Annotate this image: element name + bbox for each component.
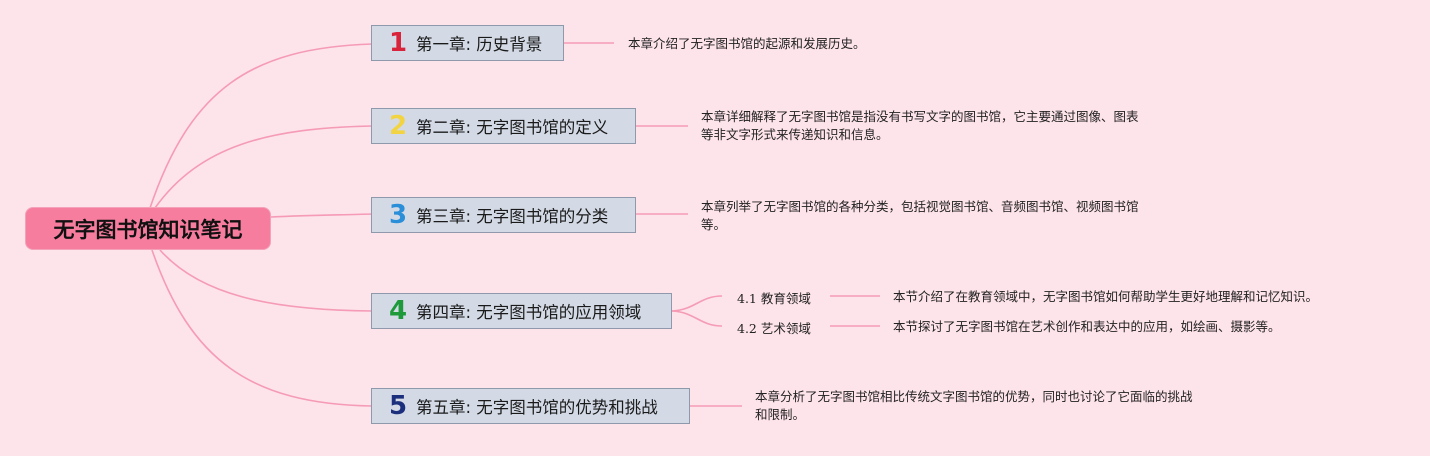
chapter-4-number-icon: 4 xyxy=(389,296,408,326)
link-root-chapter-2 xyxy=(154,125,373,209)
chapter-5-node[interactable]: 5 第五章: 无字图书馆的优势和挑战 xyxy=(371,388,690,424)
link-chapter-4-sub-2 xyxy=(671,310,723,327)
chapter-5-label: 第五章: 无字图书馆的优势和挑战 xyxy=(416,398,658,417)
chapter-5-note: 本章分析了无字图书馆相比传统文字图书馆的优势，同时也讨论了它面临的挑战 和限制。 xyxy=(755,389,1193,422)
chapter-2-note: 本章详细解释了无字图书馆是指没有书写文字的图书馆，它主要通过图像、图表 等非文字… xyxy=(701,109,1139,142)
chapter-2-number-icon: 2 xyxy=(389,111,408,141)
chapter-1-note: 本章介绍了无字图书馆的起源和发展历史。 xyxy=(628,36,866,51)
chapter-4-label: 第四章: 无字图书馆的应用领域 xyxy=(416,303,642,322)
chapter-4-node[interactable]: 4 第四章: 无字图书馆的应用领域 xyxy=(371,293,672,329)
chapter-5-number-icon: 5 xyxy=(389,391,408,421)
chapter-1-label: 第一章: 历史背景 xyxy=(416,35,543,54)
chapter-3-label: 第三章: 无字图书馆的分类 xyxy=(416,207,609,226)
chapter-2-label: 第二章: 无字图书馆的定义 xyxy=(416,118,609,137)
link-root-chapter-1 xyxy=(149,43,373,209)
link-root-chapter-3 xyxy=(270,213,373,218)
subtopic-4-1-note: 本节介绍了在教育领域中，无字图书馆如何帮助学生更好地理解和记忆知识。 xyxy=(893,289,1319,304)
link-root-chapter-4 xyxy=(159,249,373,312)
chapter-1-node[interactable]: 1 第一章: 历史背景 xyxy=(371,25,564,61)
subtopic-4-2-label[interactable]: 4.2 艺术领域 xyxy=(737,321,811,336)
link-root-chapter-5 xyxy=(151,249,373,407)
chapter-1-number-icon: 1 xyxy=(389,28,408,58)
root-topic[interactable]: 无字图书馆知识笔记 xyxy=(25,207,271,250)
chapter-3-number-icon: 3 xyxy=(389,200,408,230)
chapter-3-node[interactable]: 3 第三章: 无字图书馆的分类 xyxy=(371,197,636,233)
link-chapter-4-sub-1 xyxy=(671,295,723,312)
subtopic-4-1-label[interactable]: 4.1 教育领域 xyxy=(737,291,811,306)
chapter-2-node[interactable]: 2 第二章: 无字图书馆的定义 xyxy=(371,108,636,144)
subtopic-4-2-note: 本节探讨了无字图书馆在艺术创作和表达中的应用，如绘画、摄影等。 xyxy=(893,319,1281,334)
chapter-3-note: 本章列举了无字图书馆的各种分类，包括视觉图书馆、音频图书馆、视频图书馆 等。 xyxy=(701,199,1139,232)
